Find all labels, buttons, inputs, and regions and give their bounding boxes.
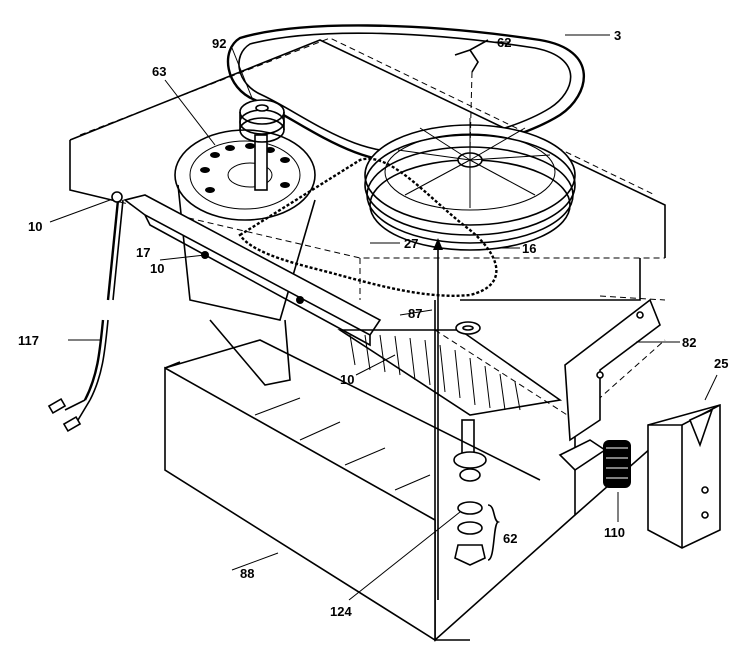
callout-124: 124 [330,604,352,619]
leader-lines [49,34,718,601]
callout-10-low: 10 [340,372,354,387]
cover-panel [647,403,721,549]
callout-25: 25 [714,356,728,371]
callout-17: 17 [136,245,150,260]
motor-vents [200,143,290,193]
heater-fins [337,329,563,416]
callout-labels: 3 62 92 63 10 17 10 27 16 87 82 25 117 1… [18,28,728,619]
callout-88: 88 [240,566,254,581]
power-cord [47,191,124,433]
mounting-bracket [558,298,661,472]
callout-16: 16 [522,241,536,256]
callout-3: 3 [614,28,621,43]
callout-87: 87 [408,306,422,321]
motor-bracket [123,194,382,347]
callout-27: 27 [404,236,418,251]
callout-63: 63 [152,64,166,79]
callout-92: 92 [212,36,226,51]
callout-10-left: 10 [28,219,42,234]
pulley-wheel [364,118,576,251]
motor [174,99,316,386]
bracket-62-bottom [487,504,501,561]
callout-10-mid: 10 [150,261,164,276]
callout-62-top: 62 [497,35,511,50]
drip-tray [164,339,541,642]
brush-element [603,440,631,488]
top-nut-part [454,39,489,151]
top-plate [69,37,666,301]
callout-82: 82 [682,335,696,350]
tray-ribs [254,397,431,491]
callout-110: 110 [604,525,625,540]
pulley-spokes [397,118,551,208]
shaft-assembly [433,238,487,600]
callout-62-bottom: 62 [503,531,517,546]
callout-117: 117 [18,333,39,348]
drive-chain [238,157,498,297]
